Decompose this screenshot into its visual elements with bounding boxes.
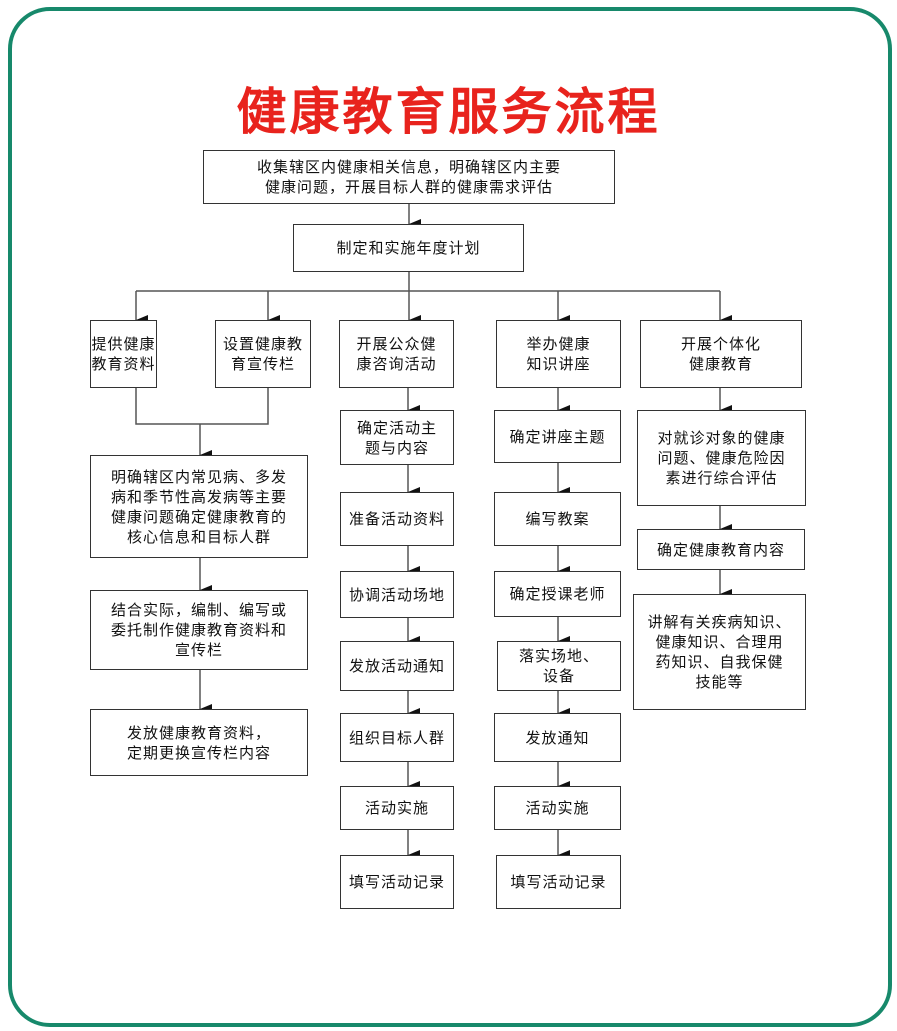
branch-d-step-2: 确定健康教育内容 <box>637 529 805 570</box>
branch-d-head: 开展个体化 健康教育 <box>640 320 802 388</box>
branch-a-step-2: 结合实际，编制、编写或 委托制作健康教育资料和 宣传栏 <box>90 590 308 670</box>
branch-d-step-1: 对就诊对象的健康 问题、健康危险因 素进行综合评估 <box>637 410 806 506</box>
branch-b-head: 开展公众健 康咨询活动 <box>339 320 454 388</box>
branch-c-step-1: 确定讲座主题 <box>494 410 621 463</box>
branch-c-step-7: 填写活动记录 <box>496 855 621 909</box>
rounded-frame <box>8 7 892 1027</box>
branch-b-step-4: 发放活动通知 <box>340 641 454 691</box>
branch-c-head: 举办健康 知识讲座 <box>496 320 621 388</box>
branch-a-provide-materials: 提供健康 教育资料 <box>90 320 157 388</box>
branch-b-step-2: 准备活动资料 <box>340 492 454 546</box>
branch-c-step-2: 编写教案 <box>494 492 621 546</box>
branch-c-step-6: 活动实施 <box>494 786 621 830</box>
branch-a-bulletin-board: 设置健康教 育宣传栏 <box>215 320 311 388</box>
step-collect-info: 收集辖区内健康相关信息，明确辖区内主要 健康问题，开展目标人群的健康需求评估 <box>203 150 615 204</box>
branch-b-step-6: 活动实施 <box>340 786 454 830</box>
branch-b-step-5: 组织目标人群 <box>340 713 454 762</box>
branch-c-step-3: 确定授课老师 <box>494 571 621 617</box>
branch-c-step-5: 发放通知 <box>494 713 621 762</box>
page-title: 健康教育服务流程 <box>236 83 661 141</box>
branch-a-step-3: 发放健康教育资料， 定期更换宣传栏内容 <box>90 709 308 776</box>
branch-b-step-3: 协调活动场地 <box>340 571 454 618</box>
step-annual-plan: 制定和实施年度计划 <box>293 224 524 272</box>
branch-c-step-4: 落实场地、 设备 <box>497 641 621 691</box>
branch-a-step-1: 明确辖区内常见病、多发 病和季节性高发病等主要 健康问题确定健康教育的 核心信息… <box>90 455 308 558</box>
branch-b-step-1: 确定活动主 题与内容 <box>340 410 454 465</box>
branch-d-step-3: 讲解有关疾病知识、 健康知识、合理用 药知识、自我保健 技能等 <box>633 594 806 710</box>
branch-b-step-7: 填写活动记录 <box>340 855 454 909</box>
